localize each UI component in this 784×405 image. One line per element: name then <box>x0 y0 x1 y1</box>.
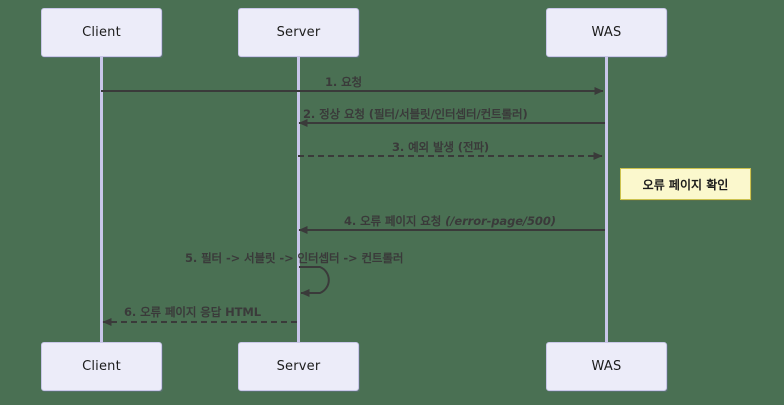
lifeline-server <box>297 57 300 342</box>
message-label-4: 4. 오류 페이지 요청 (/error-page/500) <box>344 213 556 229</box>
message-label-4-path: (/error-page/500) <box>445 214 556 228</box>
message-label-6: 6. 오류 페이지 응답 HTML <box>124 304 261 320</box>
lifeline-client <box>100 57 103 342</box>
message-label-3-text: 3. 예외 발생 (전파) <box>392 140 490 154</box>
message-label-2-text: 2. 정상 요청 (필터/서블릿/인터셉터/컨트롤러) <box>303 107 528 121</box>
participant-label-client-top: Client <box>82 25 121 40</box>
participant-box-client-top[interactable]: Client <box>41 8 162 57</box>
note-error-page-check[interactable]: 오류 페이지 확인 <box>620 168 751 200</box>
participant-box-client-bottom[interactable]: Client <box>41 342 162 391</box>
message-label-1: 1. 요청 <box>325 74 362 90</box>
message-label-6-text: 6. 오류 페이지 응답 HTML <box>124 305 261 319</box>
message-label-4-text: 4. 오류 페이지 요청 <box>344 214 446 228</box>
message-label-2: 2. 정상 요청 (필터/서블릿/인터셉터/컨트롤러) <box>303 106 528 122</box>
participant-label-client-bottom: Client <box>82 359 121 374</box>
participant-label-was-top: WAS <box>591 25 622 40</box>
message-label-1-text: 1. 요청 <box>325 75 363 89</box>
message-label-3: 3. 예외 발생 (전파) <box>392 139 489 155</box>
message-label-5-text: 5. 필터 -> 서블릿 -> 인터셉터 -> 컨트롤러 <box>185 251 404 265</box>
participant-label-was-bottom: WAS <box>591 359 622 374</box>
message-label-5: 5. 필터 -> 서블릿 -> 인터셉터 -> 컨트롤러 <box>185 250 403 266</box>
participant-box-was-bottom[interactable]: WAS <box>546 342 667 391</box>
participant-box-server-top[interactable]: Server <box>238 8 359 57</box>
participant-box-server-bottom[interactable]: Server <box>238 342 359 391</box>
participant-label-server-top: Server <box>276 25 321 40</box>
participant-label-server-bottom: Server <box>276 359 321 374</box>
message-arrow-5-self-loop <box>299 266 330 297</box>
note-error-page-check-label: 오류 페이지 확인 <box>642 177 729 192</box>
lifeline-was <box>605 57 608 342</box>
participant-box-was-top[interactable]: WAS <box>546 8 667 57</box>
